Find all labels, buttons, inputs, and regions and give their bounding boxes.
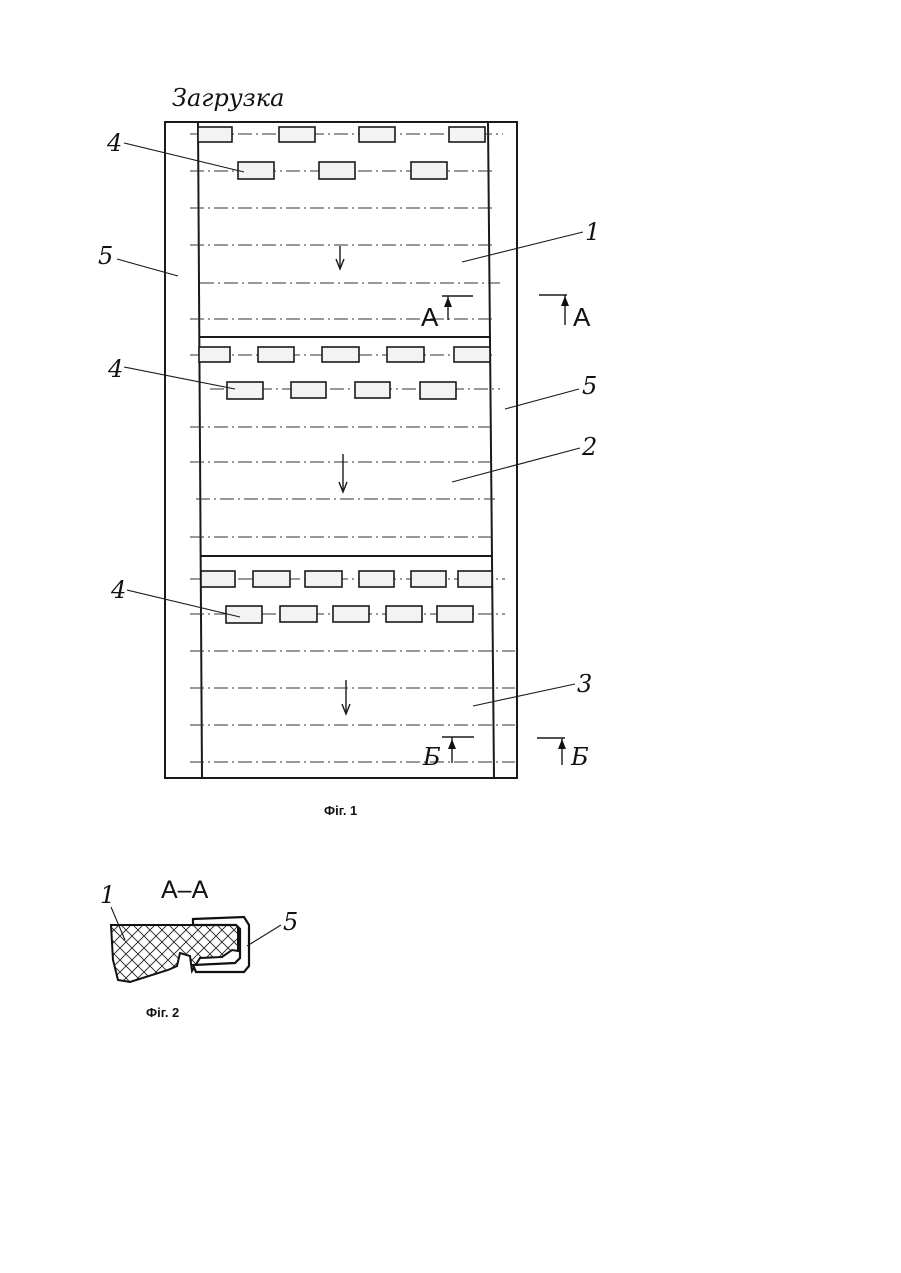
material-number-label: 1 [100, 881, 115, 909]
frame-number-label: 5 [283, 908, 298, 936]
section-title: А–А [161, 876, 209, 904]
frame-number-label: 5 [582, 372, 597, 400]
centerlines [190, 134, 515, 762]
cut-a-letter-right: А [573, 302, 591, 332]
figure-1-caption: Фіг. 1 [324, 803, 357, 818]
cut-a-letter-left: А [421, 302, 439, 332]
inner-left-wall [198, 122, 202, 778]
figure-1: Загрузка [98, 84, 600, 818]
load-label: Загрузка [172, 84, 284, 112]
figure-2: А–А 1 5 Фіг. 2 [100, 876, 298, 1020]
section-cut-a: А А [421, 295, 591, 332]
callout-section-1: 1 [462, 218, 600, 262]
callout-5: 5 [247, 908, 298, 946]
section-number-2: 2 [581, 433, 597, 461]
cut-b-letter-right: Б [570, 743, 589, 771]
flow-arrows [336, 246, 350, 714]
callout-5-right: 5 [505, 372, 597, 409]
section-number-3: 3 [577, 670, 592, 698]
cut-b-letter-left: Б [422, 743, 441, 771]
slot-rows [198, 127, 492, 623]
hatched-block [111, 925, 238, 982]
frame-number-label: 5 [98, 242, 113, 270]
outer-frame [165, 122, 517, 778]
callout-section-2: 2 [452, 433, 597, 482]
slot-number-label: 4 [110, 576, 126, 604]
figure-2-caption: Фіг. 2 [146, 1005, 179, 1020]
slot-number-label: 4 [107, 355, 123, 383]
slot-number-label: 4 [106, 129, 122, 157]
section-cut-b: Б Б [422, 737, 589, 771]
section-number-1: 1 [585, 218, 600, 246]
inner-right-wall [488, 122, 494, 778]
